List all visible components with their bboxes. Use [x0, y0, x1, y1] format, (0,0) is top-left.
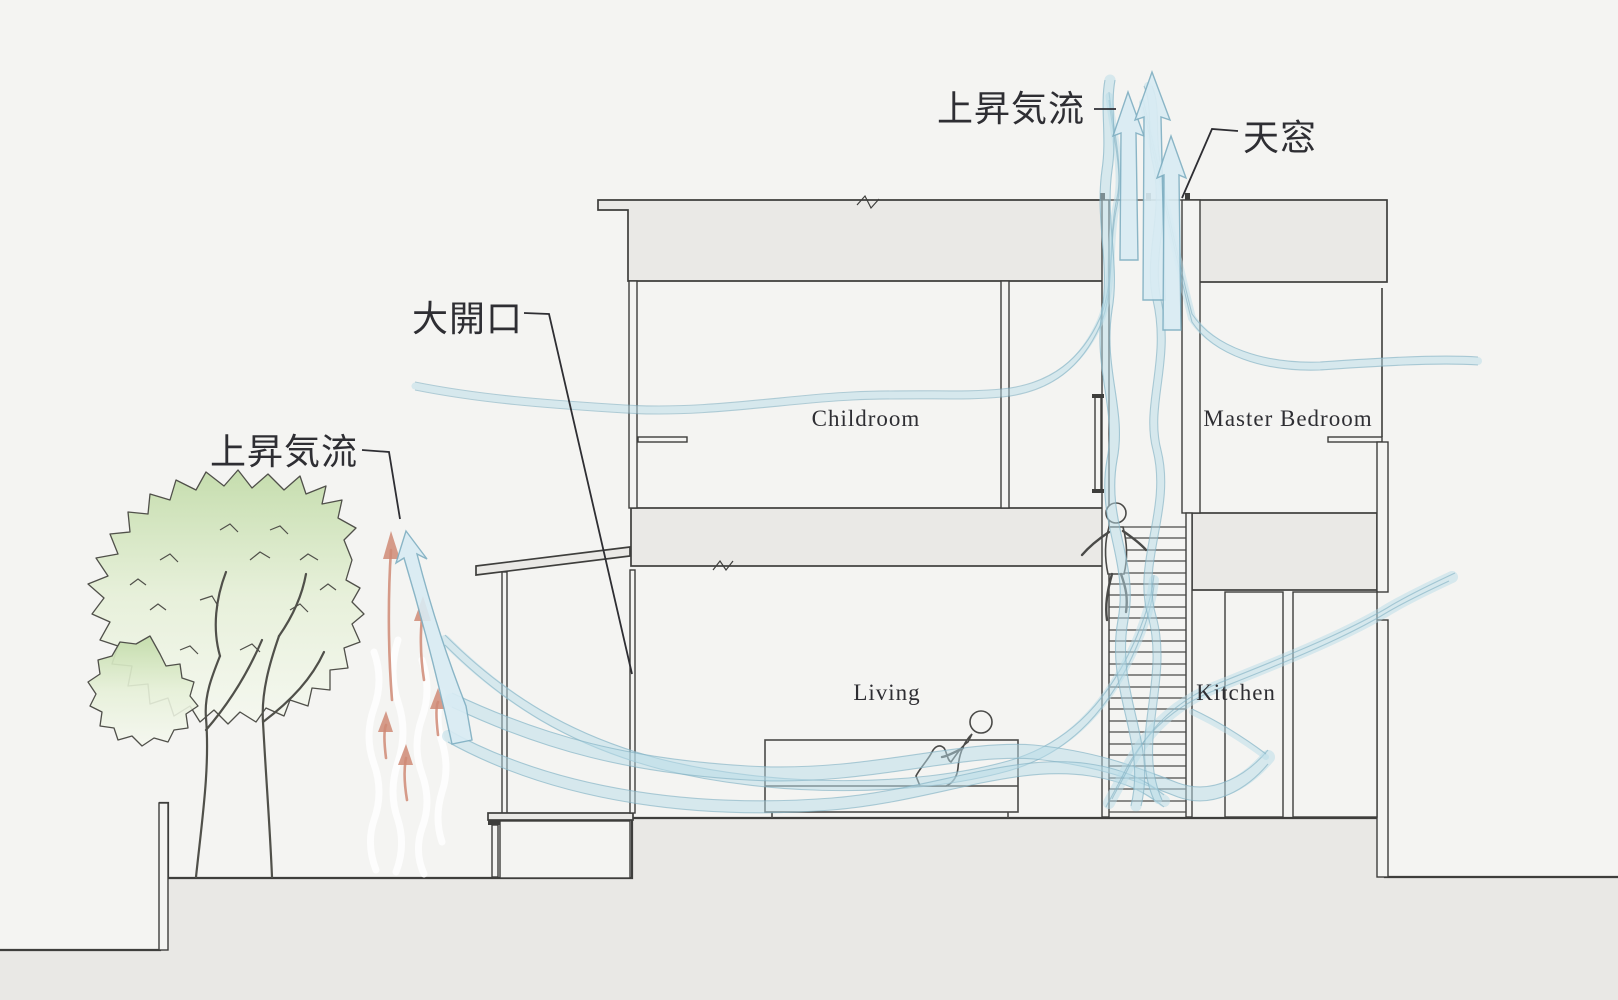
- red-arrow-head: [383, 531, 400, 559]
- rail-bottom-cap: [1092, 489, 1104, 493]
- label-room-kitchen: Kitchen: [1196, 680, 1276, 705]
- label-updraft-top: 上昇気流: [937, 89, 1085, 130]
- tree-branch-3: [214, 570, 228, 658]
- childroom-left-wall: [628, 280, 638, 509]
- red-arrow-head: [378, 711, 393, 732]
- annotations: 上昇気流 天窓 大開口 上昇気流 Childroom Master Bedroo…: [210, 89, 1372, 705]
- label-room-living: Living: [853, 680, 920, 705]
- right-exterior-wall-upper: [1376, 441, 1389, 593]
- tree-branch-1: [204, 638, 264, 732]
- stair-right-rail: [1185, 512, 1193, 818]
- building-structure: [475, 193, 1389, 879]
- master-bedroom-floor-slab: [1191, 512, 1378, 591]
- childroom-window-sill: [637, 436, 688, 443]
- tree-leaf-speckles: [129, 523, 337, 655]
- deck-slab: [487, 812, 634, 821]
- roof-right: [1189, 199, 1388, 283]
- skylight-exhaust-arrow-center: [1133, 69, 1172, 301]
- heat-wave-3: [413, 656, 431, 878]
- tree-updraft-arrow: [394, 529, 473, 745]
- heat-wave-1: [365, 648, 383, 874]
- tree-branch-4: [277, 572, 308, 638]
- leader-skylight: [1181, 128, 1239, 199]
- master-bedroom-window-sill: [1327, 436, 1383, 443]
- roof-break-mark: [856, 194, 880, 210]
- tree-canopy-lower-lobe: [87, 635, 199, 747]
- updraft-heat: [365, 531, 450, 878]
- leader-large-opening: [523, 312, 633, 675]
- roof-left: [597, 199, 1105, 282]
- garden-tree: [87, 469, 365, 879]
- rail-top-cap: [1092, 394, 1104, 398]
- deck-post: [491, 824, 499, 878]
- red-arrow-head: [398, 744, 413, 765]
- label-skylight: 天窓: [1243, 118, 1317, 159]
- skylight-exhaust-arrow-right: [1155, 133, 1188, 331]
- leader-updraft-left: [361, 449, 401, 520]
- hall-guard-rail: [1094, 396, 1102, 493]
- person-stairs-leg: [1105, 572, 1114, 622]
- red-arrow-head: [430, 688, 445, 709]
- person-sitting-head: [969, 710, 993, 734]
- skylight-exhaust-arrow-left: [1111, 89, 1146, 261]
- right-exterior-wall-lower: [1376, 619, 1389, 878]
- retaining-wall: [158, 802, 169, 951]
- tree-branch-2: [261, 650, 326, 724]
- heat-wave-4: [434, 688, 450, 846]
- large-opening-door-line: [629, 569, 636, 814]
- terrain: [0, 801, 1618, 1000]
- slab-break-mark: [712, 559, 734, 572]
- heat-wave-2: [389, 636, 407, 876]
- person-stairs-arm: [1080, 530, 1111, 557]
- porch-eave: [475, 546, 631, 576]
- label-large-opening: 大開口: [412, 299, 523, 340]
- stairwell-right-wall: [1181, 199, 1201, 514]
- person-stairs-arm: [1121, 529, 1148, 552]
- tree-trunk-2: [261, 634, 281, 879]
- red-arrow-shaft: [387, 548, 394, 702]
- ground-fill: [0, 803, 1618, 1000]
- label-room-childroom: Childroom: [812, 406, 921, 431]
- deck-post-cap: [488, 820, 504, 825]
- skylight-frame-tick: [1185, 193, 1190, 201]
- foundation: [499, 820, 631, 879]
- label-updraft-left: 上昇気流: [210, 432, 358, 473]
- airflow-ribbons: [394, 69, 1478, 814]
- second-floor-slab: [630, 507, 1107, 567]
- label-room-master-bedroom: Master Bedroom: [1203, 406, 1372, 431]
